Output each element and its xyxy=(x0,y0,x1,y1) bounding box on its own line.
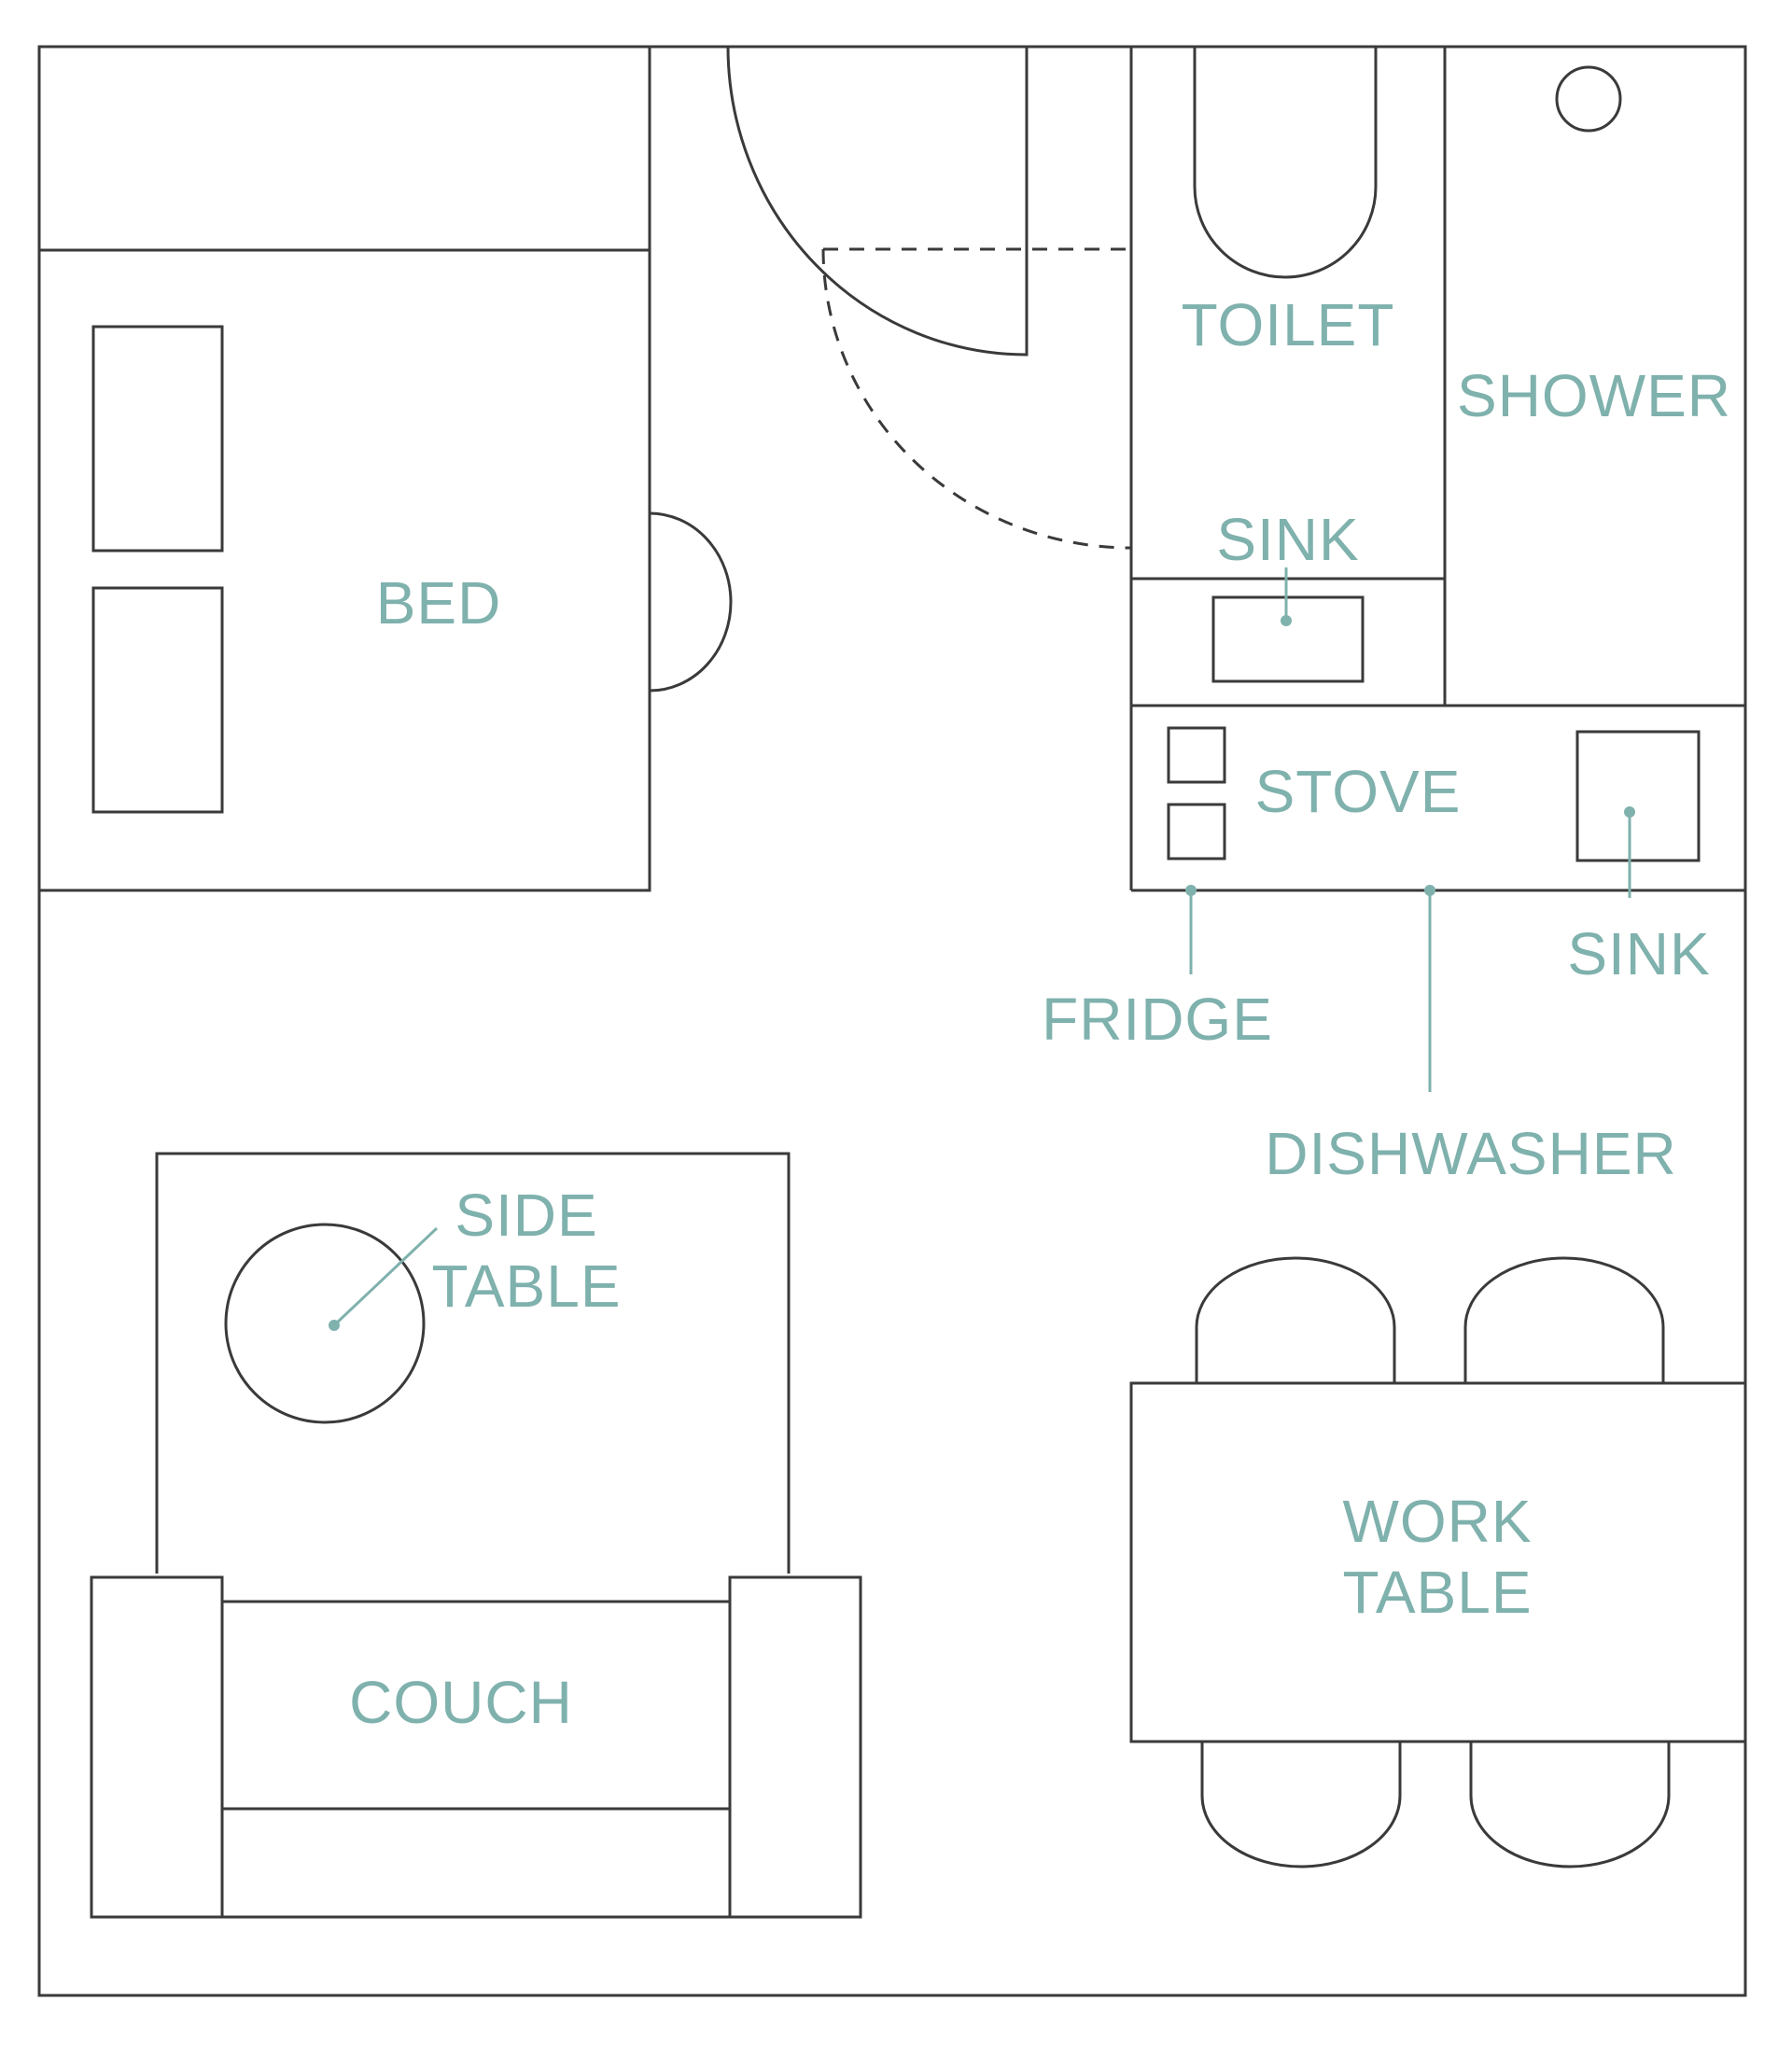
work-table-label-line2: TABLE xyxy=(1343,1559,1533,1626)
shower-drain xyxy=(1555,65,1622,133)
side-table-label-line1: SIDE xyxy=(455,1182,597,1249)
toilet-label: TOILET xyxy=(1182,291,1395,358)
kitchen-sink-label: SINK xyxy=(1567,920,1710,987)
work-table-area: WORK TABLE xyxy=(1129,1256,1747,1868)
side-table xyxy=(224,1223,426,1424)
kitchen: STOVE SINK FRIDGE DISHWASHER xyxy=(1042,726,1745,1187)
shower-label: SHOWER xyxy=(1457,362,1731,429)
chair-top-right xyxy=(1463,1256,1665,1383)
bathroom-sink-dot xyxy=(1281,615,1292,626)
chair-bottom-left xyxy=(1200,1742,1402,1868)
work-table xyxy=(1129,1381,1747,1743)
stove-label: STOVE xyxy=(1255,758,1462,825)
couch-label: COUCH xyxy=(349,1669,573,1736)
stove-burner-bottom xyxy=(1167,803,1226,861)
couch-seat xyxy=(220,1600,732,1811)
chair-bottom-right xyxy=(1469,1742,1671,1868)
entrance-door xyxy=(726,46,1132,550)
fridge-label: FRIDGE xyxy=(1042,986,1273,1053)
living-area: SIDE TABLE COUCH xyxy=(90,1152,862,1919)
couch: COUCH xyxy=(90,1575,862,1919)
couch-arm-left xyxy=(90,1575,224,1919)
side-table-leader xyxy=(332,1226,439,1327)
couch-arm-right xyxy=(728,1575,862,1919)
closet xyxy=(37,45,651,252)
bathroom: TOILET SHOWER SINK xyxy=(1129,47,1745,890)
nightstand xyxy=(649,511,733,693)
pillow-top xyxy=(91,325,224,553)
pillow-bottom xyxy=(91,586,224,814)
rug xyxy=(155,1152,791,1574)
bed-label: BED xyxy=(376,569,502,637)
door-panel xyxy=(726,46,1029,357)
dishwasher-label: DISHWASHER xyxy=(1265,1120,1676,1187)
stove-burner-top xyxy=(1167,726,1226,784)
toilet xyxy=(1193,47,1378,279)
kitchen-sink xyxy=(1575,730,1701,862)
bathroom-sink xyxy=(1211,595,1365,683)
door-swing-arc xyxy=(821,248,1132,550)
bed xyxy=(37,248,651,892)
work-table-label-line1: WORK xyxy=(1342,1488,1532,1555)
outer-wall xyxy=(37,45,1747,1997)
side-table-label-line2: TABLE xyxy=(432,1252,622,1320)
bed-area: BED xyxy=(37,45,733,892)
chair-top-left xyxy=(1195,1256,1396,1383)
bathroom-sink-label: SINK xyxy=(1216,506,1359,573)
